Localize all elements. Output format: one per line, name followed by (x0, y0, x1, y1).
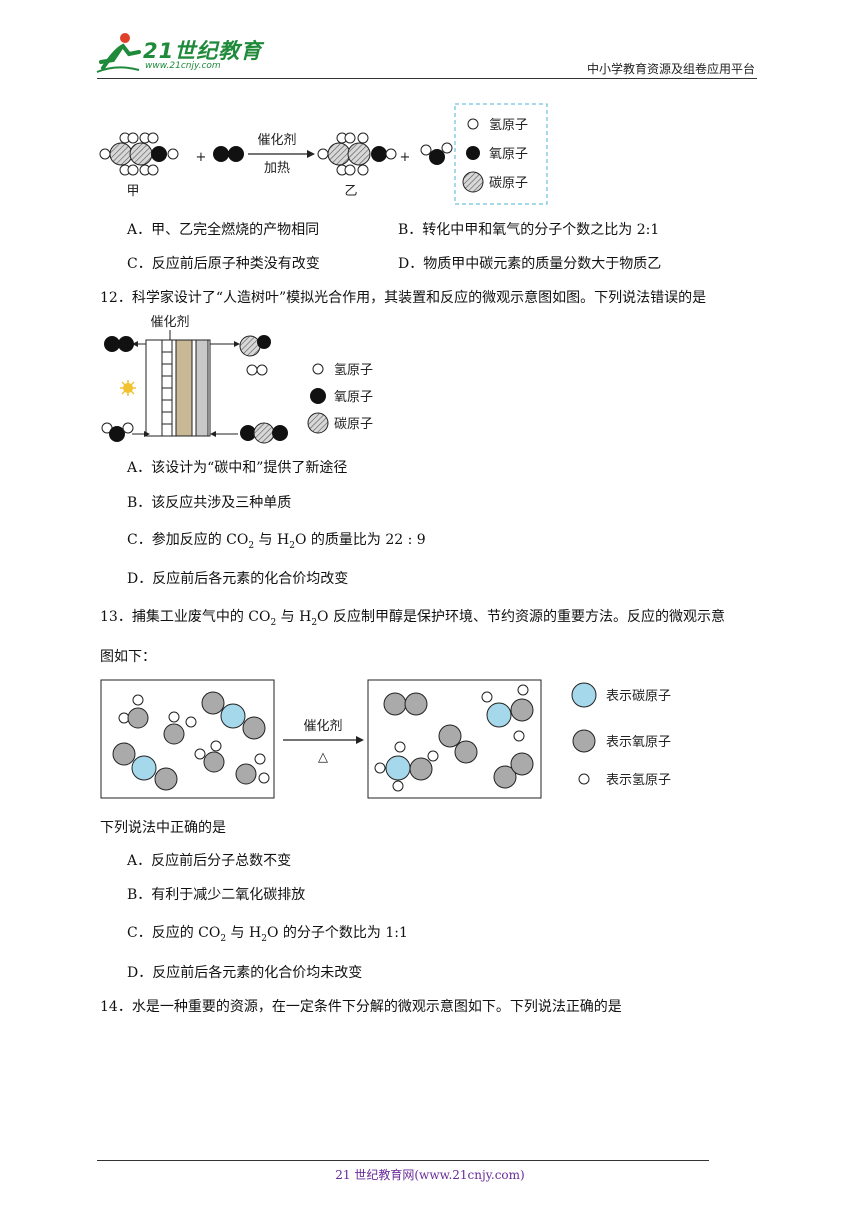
q12-legend-hydrogen: 氢原子 (334, 363, 373, 378)
catalyst-label: 催化剂 (257, 133, 296, 148)
q12-option-b: B．该反应共涉及三种单质 (127, 495, 292, 511)
figure-q12-artificial-leaf: 催化剂 氢原子 氧原子 碳原子 (101, 315, 373, 444)
molecule-water (420, 142, 453, 165)
carbon-atom-icon (462, 171, 484, 193)
q13-legend-oxygen: 表示氧原子 (606, 735, 671, 750)
q12-option-c: C．参加反应的 CO2 与 H2O 的质量比为 22 : 9 (127, 532, 426, 551)
q11-option-c: C．反应前后原子种类没有改变 (127, 256, 320, 272)
q12-legend-carbon: 碳原子 (334, 417, 373, 432)
q12-option-d: D．反应前后各元素的化合价均改变 (127, 571, 349, 587)
q14-stem: 14．水是一种重要的资源，在一定条件下分解的微观示意图如下。下列说法正确的是 (100, 999, 622, 1015)
sun-icon (120, 380, 136, 396)
footer-text: 21 世纪教育网(www.21cnjy.com) (335, 1168, 525, 1182)
legend-oxygen: 氧原子 (489, 147, 528, 162)
heat-label: 加热 (264, 161, 290, 176)
q12-catalyst-label: 催化剂 (150, 315, 189, 330)
legend-box (454, 103, 548, 205)
label-yi: 乙 (344, 184, 357, 199)
legend-hydrogen: 氢原子 (489, 118, 528, 133)
q13-legend-carbon: 表示碳原子 (606, 689, 671, 704)
header-divider (97, 78, 757, 79)
header-platform-text: 中小学教育资源及组卷应用平台 (586, 62, 755, 76)
oxygen-atom-icon (572, 729, 596, 753)
q11-option-b: B．转化中甲和氧气的分子个数之比为 2:1 (398, 222, 660, 238)
logo-url: www.21cnjy.com (145, 61, 221, 71)
q13-stem: 13．捕集工业废气中的 CO2 与 H2O 反应制甲醇是保护环境、节约资源的重要… (100, 609, 725, 628)
hydrogen-atom-icon (467, 118, 479, 130)
oxygen-atom-icon (310, 388, 326, 404)
molecule-yi (317, 132, 397, 176)
q13-legend-hydrogen: 表示氢原子 (606, 773, 671, 788)
q11-option-a: A．甲、乙完全燃烧的产物相同 (127, 222, 320, 238)
figure-q11-reaction: 甲 + 催化剂 加热 乙 + 氢原子 氧原子 碳原子 (99, 103, 548, 205)
logo-text: 21世纪教育 (143, 39, 263, 63)
molecule-jia (99, 132, 179, 176)
q12-legend-oxygen: 氧原子 (334, 390, 373, 405)
q13-heat-label: △ (318, 750, 328, 765)
q11-option-d: D．物质甲中碳元素的质量分数大于物质乙 (398, 256, 662, 272)
carbon-atom-icon (307, 412, 329, 434)
molecule-oxygen (213, 146, 244, 162)
legend-carbon: 碳原子 (489, 176, 528, 191)
q13-stem-line2: 图如下： (100, 649, 156, 665)
plus-sign-2: + (400, 150, 411, 165)
q13-option-c: C．反应的 CO2 与 H2O 的分子个数比为 1:1 (127, 925, 408, 944)
figure-q13-methanol-reaction: 催化剂 △ 表示碳原子 表示氧原子 表示氢原子 (100, 679, 671, 799)
q13-lead: 下列说法中正确的是 (100, 820, 226, 836)
oxygen-atom-icon (466, 146, 480, 160)
q12-option-a: A．该设计为“碳中和”提供了新途径 (127, 460, 348, 476)
hydrogen-atom-icon (312, 363, 324, 375)
runner-logo-icon (96, 33, 141, 73)
q13-option-b: B．有利于减少二氧化碳排放 (127, 887, 306, 903)
footer-divider (97, 1160, 709, 1161)
carbon-atom-icon (571, 682, 597, 708)
q13-option-d: D．反应前后各元素的化合价均未改变 (127, 965, 363, 981)
q12-stem: 12．科学家设计了“人造树叶”模拟光合作用，其装置和反应的微观示意图如图。下列说… (100, 290, 707, 306)
label-jia: 甲 (126, 184, 139, 199)
hydrogen-atom-icon (578, 773, 590, 785)
q13-catalyst-label: 催化剂 (303, 719, 342, 734)
plus-sign: + (196, 150, 207, 165)
site-logo: 21世纪教育 www.21cnjy.com (95, 30, 265, 76)
q13-option-a: A．反应前后分子总数不变 (127, 853, 292, 869)
